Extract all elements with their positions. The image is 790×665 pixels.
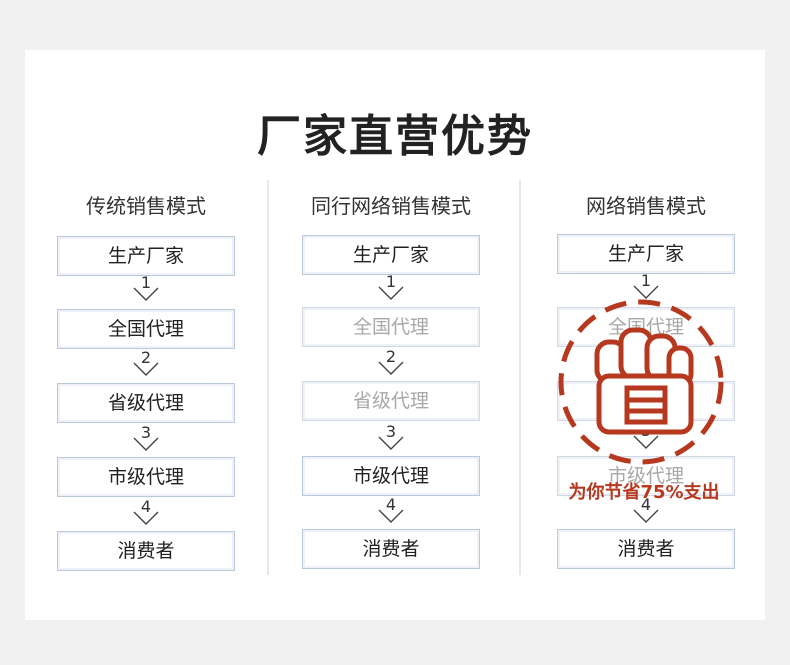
arrow-number: 1 [640,271,652,290]
step-consumer: 消费者 [57,531,235,571]
column-heading: 传统销售模式 [86,194,206,218]
chevron-down-icon [133,287,159,301]
savings-caption: 为你节省75%支出 [568,482,720,503]
step-consumer: 消费者 [302,529,480,569]
fist-stamp-icon [558,299,724,465]
chevron-down-icon [133,437,159,451]
column-heading: 同行网络销售模式 [311,194,471,218]
column-divider [519,180,521,575]
arrow-number: 4 [640,495,652,514]
arrow-step-3: 3 [131,424,161,458]
arrow-number: 2 [385,347,397,366]
step-city-agent: 市级代理 [302,456,480,496]
chevron-down-icon [378,436,404,450]
arrow-number: 2 [140,348,152,367]
arrow-number: 4 [385,495,397,514]
step-manufacturer: 生产厂家 [57,236,235,276]
arrow-number: 3 [385,422,397,441]
step-consumer: 消费者 [557,529,735,569]
arrow-step-1: 1 [631,272,661,306]
arrow-step-4: 4 [376,496,406,530]
arrow-number: 4 [140,497,152,516]
step-provincial-agent: 省级代理 [302,381,480,421]
arrow-step-4: 4 [131,498,161,532]
chevron-down-icon [633,285,659,299]
page-title: 厂家直营优势 [257,111,533,162]
column-heading: 网络销售模式 [586,194,706,218]
arrow-step-2: 2 [376,348,406,382]
step-provincial-agent: 省级代理 [57,383,235,423]
arrow-number: 1 [140,273,152,292]
arrow-step-1: 1 [376,273,406,307]
arrow-step-3: 3 [376,423,406,457]
chevron-down-icon [378,286,404,300]
chevron-down-icon [633,435,659,449]
column-divider [267,180,269,575]
arrow-step-2: 2 [131,349,161,383]
step-manufacturer: 生产厂家 [302,235,480,275]
chevron-down-icon [133,362,159,376]
step-national-agent: 全国代理 [302,307,480,347]
step-manufacturer: 生产厂家 [557,234,735,274]
arrow-number: 3 [140,423,152,442]
chevron-down-icon [633,509,659,523]
step-city-agent: 市级代理 [57,457,235,497]
step-national-agent: 全国代理 [57,309,235,349]
chevron-down-icon [378,509,404,523]
chevron-down-icon [133,511,159,525]
arrow-number: 1 [385,272,397,291]
chevron-down-icon [378,361,404,375]
arrow-step-1: 1 [131,274,161,308]
arrow-step-4: 4 [631,496,661,530]
